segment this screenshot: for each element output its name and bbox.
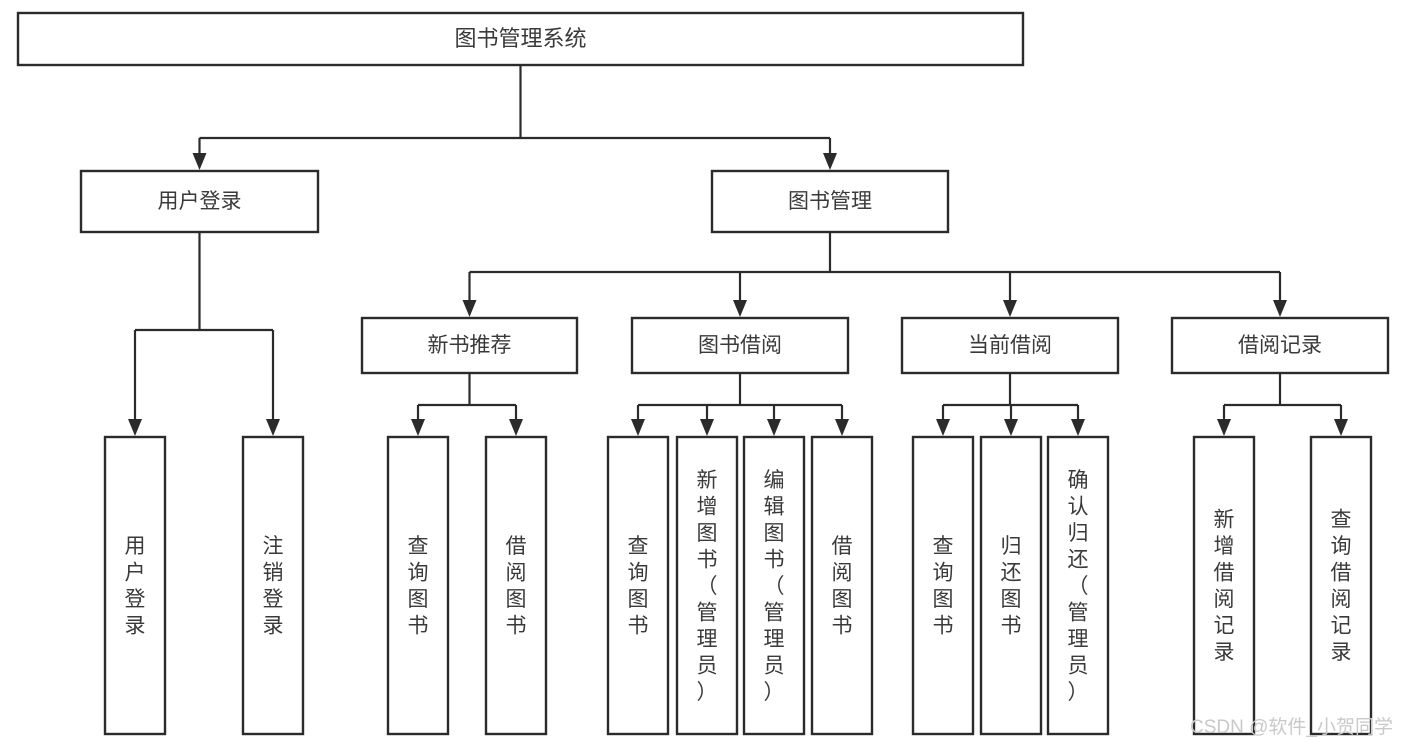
node-book-borrow[interactable]: 图书借阅 [630,316,850,375]
node-leaf-query-book-3-box[interactable] [911,435,975,736]
arrow-head-icon [767,419,781,436]
node-leaf-borrow-book-2[interactable]: 借阅图书 [810,435,874,736]
node-leaf-query-book-3[interactable]: 查询图书 [911,435,975,736]
node-leaf-confirm-return-label: 确认归还（管理员） [1068,469,1089,704]
node-borrow-record-box[interactable] [1170,316,1390,375]
node-current-borrow-box[interactable] [900,316,1120,375]
node-leaf-confirm-return-box[interactable] [1046,435,1110,736]
csdn-watermark: CSDN @软件_小贺同学 [1190,716,1393,738]
node-root-root-label: 图书管理系统 [454,26,586,51]
node-leaf-edit-book[interactable]: 编辑图书（管理员） [742,435,806,736]
arrow-head-icon [700,419,714,436]
arrow-head-icon [733,300,747,317]
node-leaf-query-book-2[interactable]: 查询图书 [606,435,670,736]
arrow-head-icon [1334,419,1348,436]
node-leaf-add-book-box[interactable] [675,435,739,736]
node-leaf-user-login-box[interactable] [103,435,167,736]
node-user-login-box[interactable] [79,169,320,234]
arrow-head-icon [631,419,645,436]
node-leaf-logout-login-label: 注销登录 [263,535,284,638]
node-leaf-query-book-3-label: 查询图书 [933,535,954,638]
node-leaf-add-borrow-record[interactable]: 新增借阅记录 [1192,435,1256,736]
node-leaf-borrow-book-2-label: 借阅图书 [832,535,853,638]
node-user-login-label: 用户登录 [158,190,242,213]
node-user-login[interactable]: 用户登录 [79,169,320,234]
node-leaf-logout-login[interactable]: 注销登录 [241,435,305,736]
node-leaf-edit-book-box[interactable] [742,435,806,736]
node-new-book-recommend-label: 新书推荐 [428,334,512,357]
arrow-head-icon [462,300,477,317]
arrow-head-icon [1004,419,1018,436]
node-book-management-box[interactable] [710,169,950,234]
arrow-head-icon [1217,419,1231,436]
node-leaf-borrow-book-1-box[interactable] [484,435,548,736]
node-leaf-confirm-return[interactable]: 确认归还（管理员） [1046,435,1110,736]
node-leaf-return-book-label: 归还图书 [1001,535,1022,638]
arrow-head-icon [1071,419,1085,436]
node-leaf-user-login-label: 用户登录 [125,535,146,638]
node-book-borrow-label: 图书借阅 [698,334,782,357]
node-leaf-query-borrow-record-label: 查询借阅记录 [1331,509,1352,665]
node-leaf-query-borrow-record[interactable]: 查询借阅记录 [1309,435,1373,736]
node-leaf-borrow-book-1-label: 借阅图书 [506,535,527,638]
arrow-head-icon [823,153,837,170]
node-book-borrow-box[interactable] [630,316,850,375]
node-root-root-box[interactable] [16,11,1025,67]
node-leaf-query-book-1[interactable]: 查询图书 [386,435,450,736]
node-leaf-return-book-box[interactable] [979,435,1043,736]
arrow-head-icon [1273,300,1287,317]
node-leaf-logout-login-box[interactable] [241,435,305,736]
nodes-layer: 图书管理系统用户登录图书管理新书推荐图书借阅当前借阅借阅记录用户登录注销登录查询… [16,11,1390,736]
node-new-book-recommend[interactable]: 新书推荐 [360,316,579,375]
arrow-head-icon [192,153,207,170]
node-current-borrow[interactable]: 当前借阅 [900,316,1120,375]
node-book-management-label: 图书管理 [788,190,872,213]
arrow-head-icon [411,419,425,436]
node-leaf-query-book-2-label: 查询图书 [628,535,649,638]
node-root-root[interactable]: 图书管理系统 [16,11,1025,67]
arrow-head-icon [1003,300,1017,317]
node-leaf-edit-book-label: 编辑图书（管理员） [764,469,785,704]
node-leaf-add-book-label: 新增图书（管理员） [697,469,718,704]
arrow-head-icon [509,419,523,436]
node-leaf-add-borrow-record-box[interactable] [1192,435,1256,736]
node-leaf-query-borrow-record-box[interactable] [1309,435,1373,736]
edges-layer [128,65,1348,436]
node-leaf-user-login[interactable]: 用户登录 [103,435,167,736]
node-current-borrow-label: 当前借阅 [968,334,1052,357]
node-leaf-query-book-2-box[interactable] [606,435,670,736]
arrow-head-icon [835,419,849,436]
node-leaf-query-book-1-label: 查询图书 [408,535,429,638]
node-leaf-borrow-book-2-box[interactable] [810,435,874,736]
node-new-book-recommend-box[interactable] [360,316,579,375]
arrow-head-icon [128,419,142,436]
node-book-management[interactable]: 图书管理 [710,169,950,234]
node-leaf-borrow-book-1[interactable]: 借阅图书 [484,435,548,736]
node-borrow-record-label: 借阅记录 [1238,334,1322,357]
node-borrow-record[interactable]: 借阅记录 [1170,316,1390,375]
node-leaf-return-book[interactable]: 归还图书 [979,435,1043,736]
node-leaf-add-book[interactable]: 新增图书（管理员） [675,435,739,736]
arrow-head-icon [266,419,280,436]
arrow-head-icon [936,419,950,436]
node-leaf-query-book-1-box[interactable] [386,435,450,736]
node-leaf-add-borrow-record-label: 新增借阅记录 [1214,509,1235,665]
